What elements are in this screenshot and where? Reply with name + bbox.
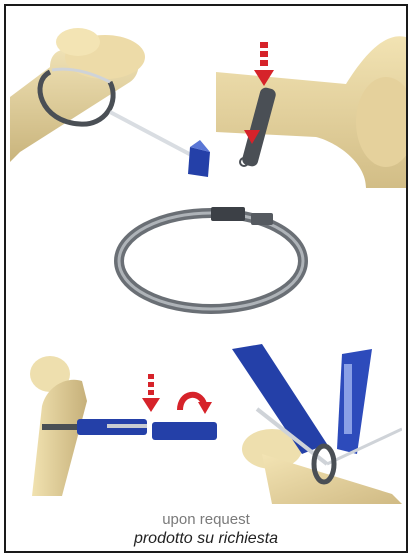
bone-tool-arrows-illustration	[22, 346, 222, 496]
caption-english: upon request	[6, 511, 406, 528]
bone-band-blue-tensioner-panel	[10, 12, 210, 188]
caption-italian: prodotto su richiesta	[6, 530, 406, 548]
metal-band-loop-illustration	[106, 191, 316, 321]
metal-band-loop-panel	[106, 191, 316, 321]
bone-band-tensioner-illustration	[10, 12, 210, 188]
bone-band-red-arrow-panel	[216, 12, 406, 188]
bone-blue-tool-red-arrows-panel	[22, 346, 222, 496]
bone-tools-closeup-illustration	[232, 344, 402, 504]
illustration-frame: upon request prodotto su richiesta	[4, 4, 408, 553]
bone-blue-tools-closeup-panel	[232, 344, 402, 504]
bone-band-red-arrow-illustration	[216, 12, 406, 188]
